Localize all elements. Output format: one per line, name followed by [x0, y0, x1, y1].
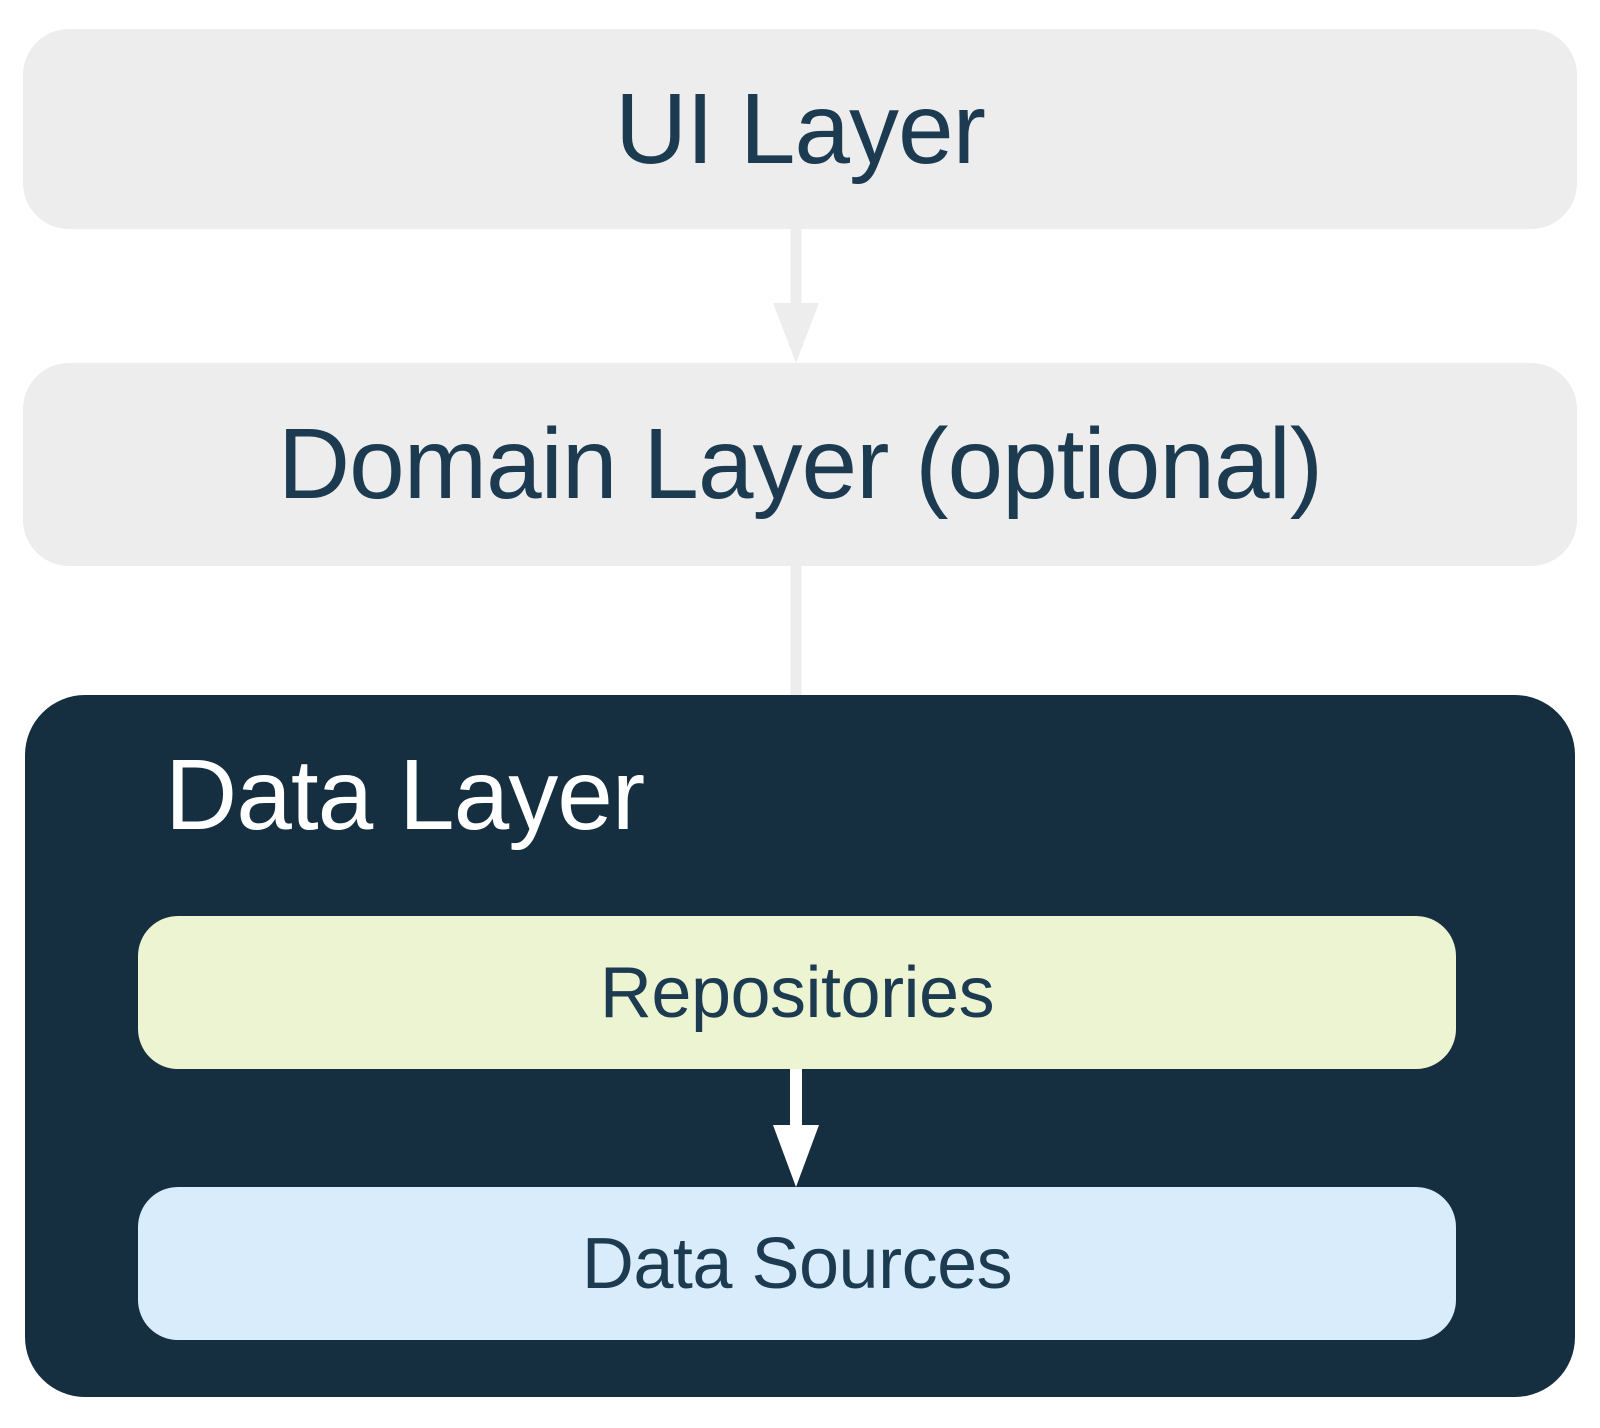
arrow-stem [790, 566, 802, 695]
repositories-box: Repositories [138, 916, 1456, 1069]
data-sources-box: Data Sources [138, 1187, 1456, 1340]
domain-layer-label: Domain Layer (optional) [277, 408, 1323, 520]
arrow-repositories-to-data-sources [773, 1069, 819, 1187]
data-sources-label: Data Sources [581, 1223, 1013, 1304]
arrow-head-icon [773, 303, 819, 363]
repositories-label: Repositories [599, 952, 995, 1033]
arrow-head-icon [773, 1125, 819, 1187]
domain-layer-box: Domain Layer (optional) [23, 363, 1577, 566]
ui-layer-label: UI Layer [615, 72, 986, 185]
data-layer-box: Data Layer Repositories Data Sources [25, 695, 1575, 1397]
arrow-ui-to-domain [773, 229, 819, 363]
data-layer-label: Data Layer [165, 739, 645, 851]
ui-layer-box: UI Layer [23, 29, 1577, 229]
arrow-stem [790, 229, 802, 307]
arrow-stem [790, 1069, 802, 1127]
